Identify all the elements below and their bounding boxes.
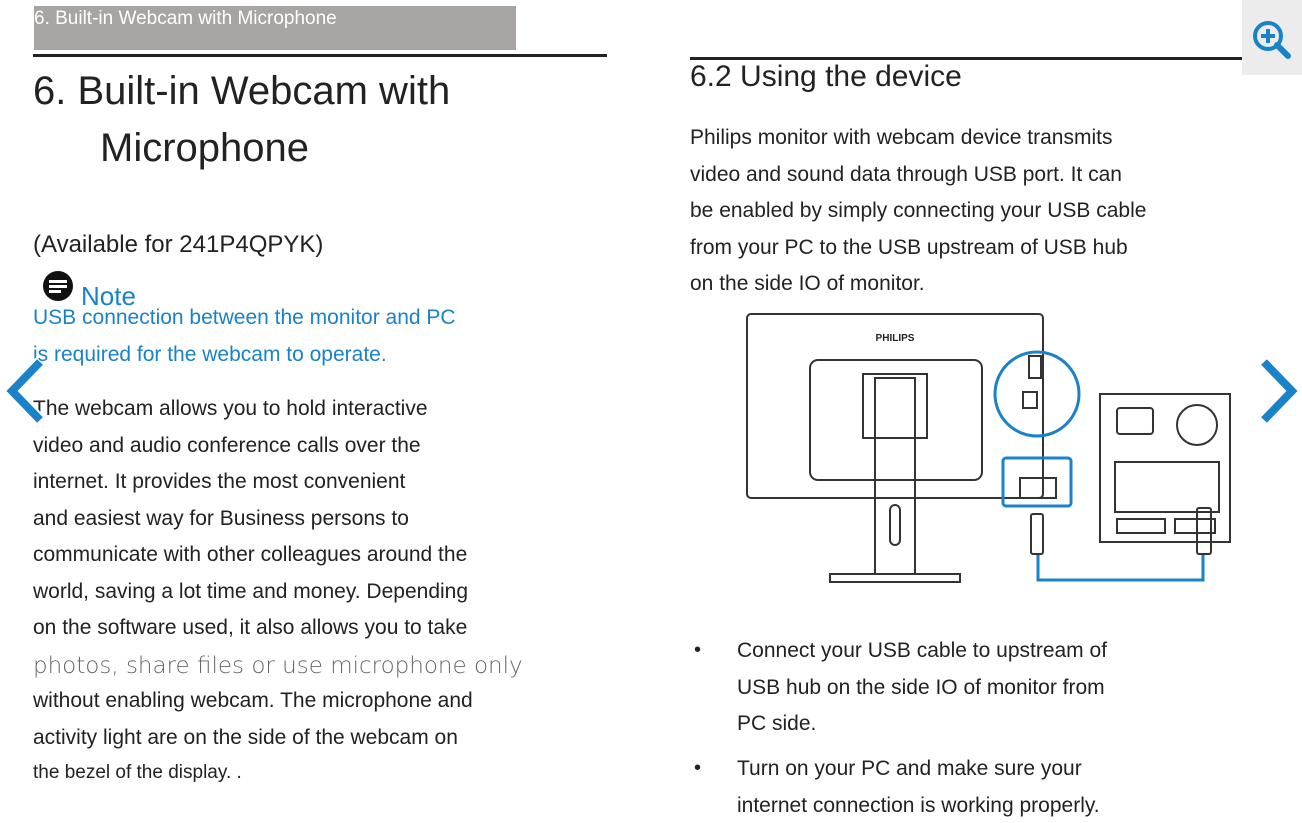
intro-line: from your PC to the USB upstream of USB … bbox=[690, 235, 1128, 259]
zoom-in-button[interactable] bbox=[1242, 0, 1302, 75]
note-label: Note bbox=[81, 281, 136, 311]
bullet-line: internet connection is working properly. bbox=[737, 793, 1100, 817]
body-line: the bezel of the display. . bbox=[33, 762, 242, 783]
body-line: activity light are on the side of the we… bbox=[33, 725, 458, 749]
body-line: without enabling webcam. The microphone … bbox=[33, 689, 473, 712]
body-line: on the software used, it also allows you… bbox=[33, 616, 468, 639]
note-text: USB connection between the monitor and P… bbox=[33, 306, 456, 329]
header-rule bbox=[33, 54, 607, 57]
bullet-line: PC side. bbox=[737, 712, 817, 735]
body-line: internet. It provides the most convenien… bbox=[33, 470, 406, 493]
intro-line: Philips monitor with webcam device trans… bbox=[690, 126, 1113, 149]
bullet-marker: • bbox=[694, 757, 702, 779]
svg-text:PHILIPS: PHILIPS bbox=[876, 333, 915, 344]
body-line: The webcam allows you to hold interactiv… bbox=[33, 397, 428, 420]
section-rule bbox=[690, 57, 1242, 60]
bullet-line: USB hub on the side IO of monitor from bbox=[737, 675, 1105, 699]
chevron-left-icon[interactable] bbox=[4, 356, 48, 426]
page-title: 6. Built-in Webcam with bbox=[33, 69, 451, 113]
intro-line: video and sound data through USB port. I… bbox=[690, 162, 1122, 186]
usb-connection-figure: PHILIPS bbox=[746, 313, 1231, 583]
intro-line: be enabled by simply connecting your USB… bbox=[690, 199, 1147, 222]
bullet-line: Connect your USB cable to upstream of bbox=[737, 639, 1108, 662]
body-line: communicate with other colleagues around… bbox=[33, 543, 468, 566]
body-line: world, saving a lot time and money. Depe… bbox=[33, 579, 469, 603]
zoom-in-icon bbox=[1253, 21, 1291, 59]
body-line: and easiest way for Business persons to bbox=[33, 506, 409, 530]
note-icon bbox=[43, 271, 73, 301]
availability: (Available for 241P4QPYK) bbox=[33, 231, 324, 258]
bullet-marker: • bbox=[694, 639, 702, 661]
running-header-box bbox=[34, 6, 516, 50]
bullet-line: Turn on your PC and make sure your bbox=[737, 757, 1082, 780]
body-line: video and audio conference calls over th… bbox=[33, 433, 421, 457]
body-line: photos, share files or use microphone on… bbox=[33, 652, 523, 679]
note-text: is required for the webcam to operate. bbox=[33, 343, 387, 366]
chevron-right-icon[interactable] bbox=[1256, 356, 1300, 426]
page-title-line2: Microphone bbox=[100, 126, 310, 170]
intro-line: on the side IO of monitor. bbox=[690, 272, 925, 295]
section-title: 6.2 Using the device bbox=[690, 60, 962, 93]
running-header: 6. Built-in Webcam with Microphone bbox=[34, 8, 337, 29]
